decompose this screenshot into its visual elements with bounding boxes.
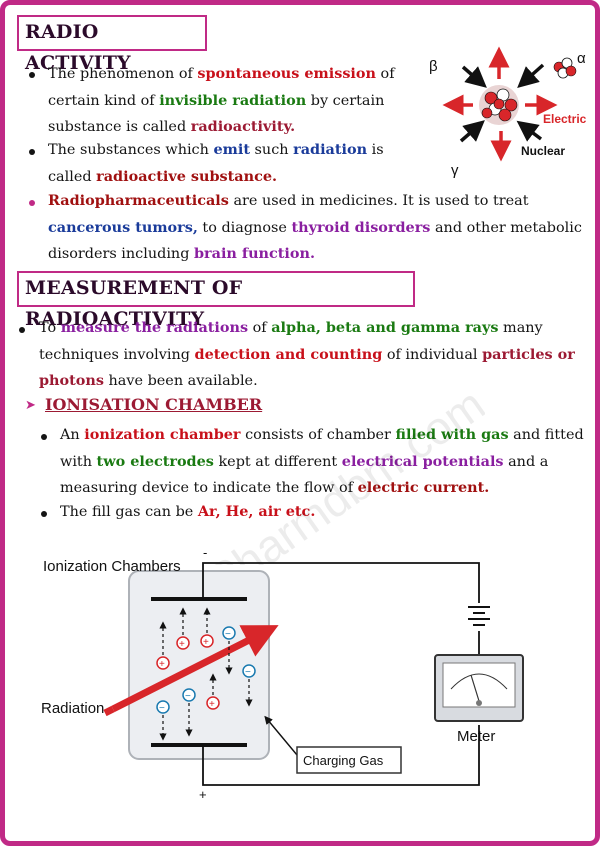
electric-label: Electric xyxy=(543,112,587,126)
meter-icon xyxy=(434,654,524,722)
heading-measurement: MEASUREMENT OF RADIOACTIVITY xyxy=(17,271,415,330)
charging-gas-box xyxy=(296,746,402,774)
bullet-icon xyxy=(29,149,35,155)
nuclear-label: Nuclear xyxy=(521,144,565,158)
heading-radio-activity: RADIO ACTIVITY xyxy=(17,15,207,74)
alpha-label: α xyxy=(577,50,586,67)
watermark: Pharmdbm.com xyxy=(198,378,485,565)
svg-text:−: − xyxy=(245,667,251,678)
meter-label: Meter xyxy=(457,728,495,745)
svg-text:−: − xyxy=(185,691,191,702)
svg-text:+: + xyxy=(203,637,209,648)
gamma-label: γ xyxy=(451,162,459,179)
paragraph-measurement-techniques: To measure the radiations of alpha, beta… xyxy=(39,319,575,389)
paragraph-radioactive-substance: The substances which emit such radiation… xyxy=(48,141,384,185)
battery-icon xyxy=(465,603,493,631)
ionization-chamber-diagram: + + + + − − − − Charging Gas Ionization … xyxy=(41,545,524,802)
minus-terminal-label: - xyxy=(203,545,207,560)
radiation-arrow xyxy=(111,625,279,713)
svg-text:Pharmdbm.com: Pharmdbm.com xyxy=(198,378,485,565)
subheading-ionisation-chamber: IONISATION CHAMBER xyxy=(45,395,263,414)
paragraph-fill-gas: The fill gas can be Ar, He, air etc. xyxy=(60,503,316,520)
beta-label: β xyxy=(429,58,438,75)
charging-gas-label: Charging Gas xyxy=(303,753,384,768)
atom-radiation-diagram: β α γ Electric Nuclear xyxy=(429,46,587,179)
bottom-wire xyxy=(202,725,480,786)
paragraph-radiopharmaceuticals: Radiopharmaceuticals are used in medicin… xyxy=(48,192,582,262)
svg-text:−: − xyxy=(159,703,165,714)
radiation-label: Radiation xyxy=(41,700,104,717)
arrow-bullet-icon: ➤ xyxy=(25,398,36,413)
alpha-particle-icon xyxy=(553,57,577,79)
electron-icons: − − − − xyxy=(156,626,256,741)
bullet-icon xyxy=(29,200,35,206)
svg-text:+: + xyxy=(159,659,165,670)
positive-ion-icons: + + + + xyxy=(156,607,220,710)
plus-terminal-label: + xyxy=(199,787,207,802)
bullet-icon xyxy=(41,511,47,517)
svg-text:+: + xyxy=(179,639,185,650)
svg-text:+: + xyxy=(209,699,215,710)
paragraph-radioactivity-definition: The phenomenon of spontaneous emission o… xyxy=(48,65,395,135)
top-wire xyxy=(202,562,480,605)
paragraph-ionization-chamber: An ionization chamber consists of chambe… xyxy=(60,426,584,496)
bullet-icon xyxy=(41,434,47,440)
ionization-chambers-label: Ionization Chambers xyxy=(43,558,181,575)
charging-gas-pointer xyxy=(264,715,298,756)
bullet-icon xyxy=(19,327,25,333)
svg-text:−: − xyxy=(225,629,231,640)
bullet-icon xyxy=(29,72,35,78)
nucleus-icon xyxy=(479,85,519,125)
